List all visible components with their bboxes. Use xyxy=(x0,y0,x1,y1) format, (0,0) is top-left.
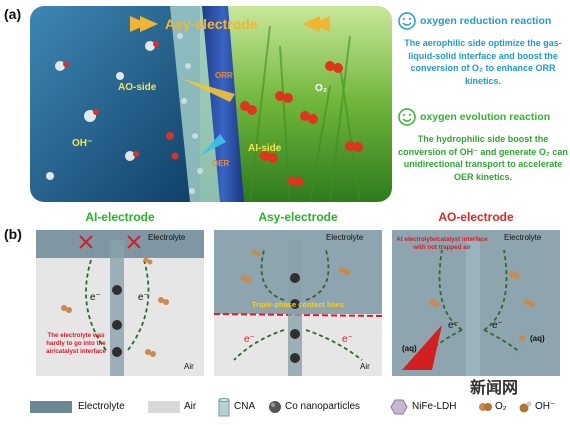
o2-molecule-icon xyxy=(479,403,492,411)
ao-side-label: AO-side xyxy=(118,82,157,93)
ao-e-label-left: e⁻ xyxy=(448,320,459,331)
ai-e-label-right: e⁻ xyxy=(138,292,149,303)
ai-bottom-label: Air xyxy=(184,362,194,371)
ao-note: At electrolyte/catalyst interface with n… xyxy=(396,236,488,251)
oer-label: OER xyxy=(212,159,230,168)
asy-electrode-banner: Asy-electrode xyxy=(165,16,258,32)
asy-e-label-left: e⁻ xyxy=(244,334,255,345)
legend-o2: O₂ xyxy=(495,401,507,412)
cna-cylinder-icon xyxy=(218,398,230,417)
asy-electrode-cell: Electrolyte Air e⁻ e⁻ Triple-phase conta… xyxy=(214,230,382,376)
ai-top-label: Electrolyte xyxy=(148,233,186,242)
o2-label: O₂ xyxy=(315,83,327,94)
smiley-icon xyxy=(398,108,416,126)
asy-top-label: Electrolyte xyxy=(326,233,364,242)
ao-top-label: Electrolyte xyxy=(504,233,542,242)
oer-title: oxygen evolution reaction xyxy=(420,111,551,123)
triple-phase-label: Triple-phase contact lines xyxy=(251,300,345,309)
asy-bottom-label: Air xyxy=(360,362,370,371)
ao-electrode-diagram xyxy=(392,230,560,376)
ao-e-label-right: e⁻ xyxy=(492,320,503,331)
ao-aq-label-right: (aq) xyxy=(530,334,545,343)
oer-description: oxygen evolution reaction The hydrophili… xyxy=(398,108,568,183)
legend-nife: NiFe-LDH xyxy=(412,401,457,412)
electrode-scene: Asy-electrode AO-side OH⁻ AI-side O₂ ORR… xyxy=(30,6,392,202)
oh-label: OH⁻ xyxy=(72,138,92,149)
air-swatch-icon xyxy=(148,401,180,413)
asy-e-label-right: e⁻ xyxy=(342,334,353,345)
orr-description: oxygen reduction reaction The aerophilic… xyxy=(398,12,568,87)
ai-e-label-left: e⁻ xyxy=(90,292,101,303)
panel-b-label: (b) xyxy=(4,226,22,242)
oer-text: The hydrophilic side boost the conversio… xyxy=(398,134,568,182)
ai-note: The electrolyte was hardly to go into th… xyxy=(46,332,106,355)
ai-electrode-cell: Electrolyte Air e⁻ e⁻ The electrolyte wa… xyxy=(36,230,204,376)
oh-molecule-icon xyxy=(519,401,532,413)
ao-aq-label-left: (aq) xyxy=(402,344,417,353)
smiley-icon xyxy=(398,12,416,30)
orr-label: ORR xyxy=(215,71,233,80)
nife-ldh-hexagon-icon xyxy=(390,399,408,415)
panel-a-illustration: Asy-electrode AO-side OH⁻ AI-side O₂ ORR… xyxy=(30,6,392,202)
ai-electrode-title: AI-electrode xyxy=(85,210,155,224)
legend-electrolyte: Electrolyte xyxy=(78,401,125,412)
asy-electrode-diagram xyxy=(214,230,382,376)
ai-electrode-diagram xyxy=(36,230,204,376)
panel-a-label: (a) xyxy=(4,6,22,22)
legend: Electrolyte Air CNA Co nanoparticles NiF… xyxy=(30,398,565,420)
legend-air: Air xyxy=(184,401,197,412)
asy-electrode-title: Asy-electrode xyxy=(258,210,338,224)
ao-electrode-title: AO-electrode xyxy=(438,210,514,224)
legend-oh: OH⁻ xyxy=(535,401,556,412)
co-nanoparticle-icon xyxy=(269,401,281,413)
watermark: 新闻网 xyxy=(470,380,519,397)
ao-electrode-cell: Electrolyte At electrolyte/catalyst inte… xyxy=(392,230,560,376)
legend-cna: CNA xyxy=(234,401,256,412)
legend-co: Co nanoparticles xyxy=(285,401,361,412)
ai-side-label: AI-side xyxy=(248,143,282,154)
orr-text: The aerophilic side optimize the gas-liq… xyxy=(404,38,562,86)
orr-title: oxygen reduction reaction xyxy=(420,15,552,27)
electrolyte-swatch-icon xyxy=(30,401,72,413)
